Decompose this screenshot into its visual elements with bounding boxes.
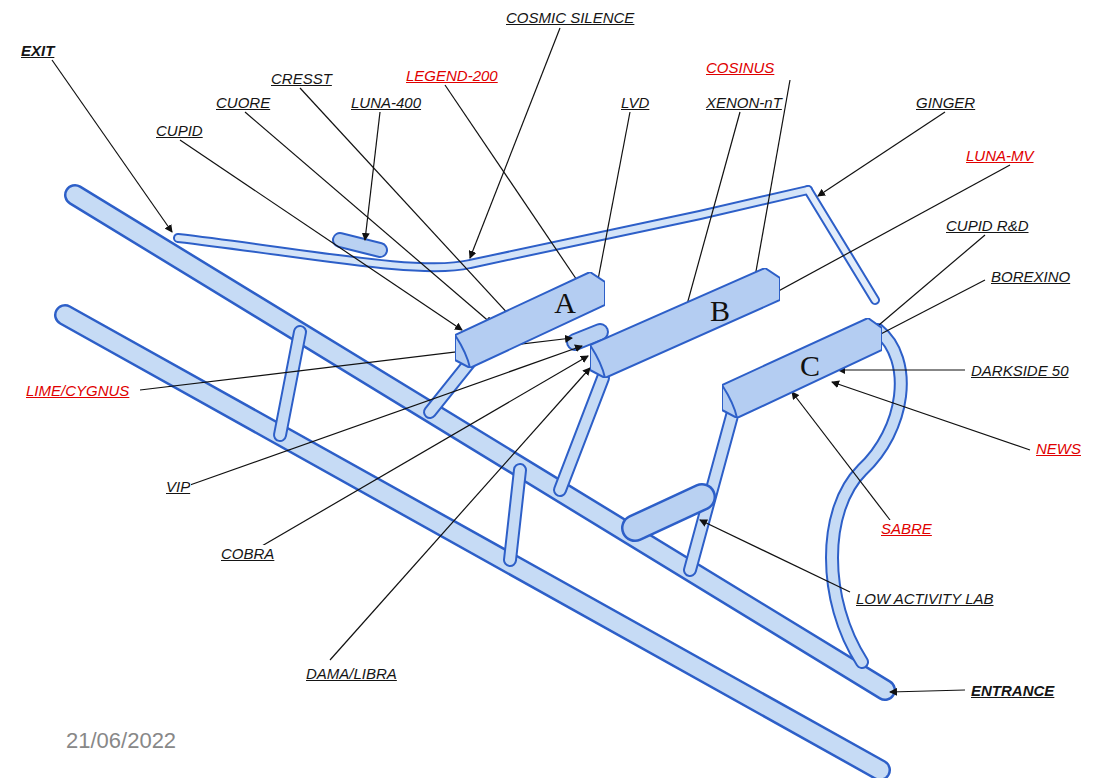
experiment-label: COSMIC SILENCE [505,9,635,26]
hall-letter: B [710,296,730,326]
experiment-label: LUNA-400 [350,94,422,111]
experiment-label: COBRA [220,545,275,562]
experiment-label: SABRE [880,520,933,537]
experiment-label: CUPID [155,122,204,139]
experiment-label: EXIT [20,42,55,59]
experimental-hall: C [722,318,882,418]
date-label: 21/06/2022 [65,728,177,754]
experiment-label: LEGEND-200 [405,67,499,84]
experiment-label: LVD [620,94,650,111]
experiment-label: CUPID R&D [945,217,1030,234]
experiment-label: LIME/CYGNUS [25,382,130,399]
experiment-label: CUORE [215,94,271,111]
experiment-label: CRESST [270,70,333,87]
experiment-label: LUNA-MV [965,147,1035,164]
experimental-hall: B [590,268,780,378]
hall-letter: C [800,351,820,381]
hall-shape [455,272,605,368]
hall-shape [590,268,780,378]
experiment-label: XENON-nT [705,94,783,111]
tunnel [65,190,901,770]
experiment-label: DAMA/LIBRA [305,665,398,682]
experiment-label: BOREXINO [990,268,1071,285]
experiment-label: ENTRANCE [970,682,1055,699]
experiment-label: VIP [165,478,191,495]
experimental-hall: A [455,272,605,368]
experiment-label: GINGER [915,94,976,111]
experiment-label: NEWS [1035,440,1082,457]
experiment-label: LOW ACTIVITY LAB [855,590,995,607]
experiment-label: COSINUS [705,59,775,76]
hall-letter: A [554,288,576,318]
experiment-label: DARKSIDE 50 [970,362,1070,379]
leader-line [52,28,1030,692]
